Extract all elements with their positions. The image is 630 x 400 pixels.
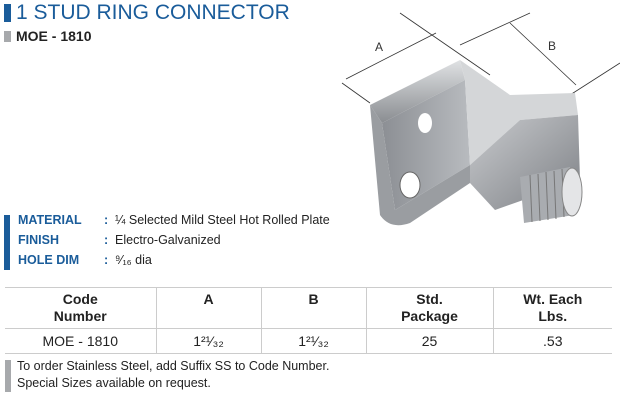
notes-marker bbox=[5, 360, 11, 392]
title-text: 1 STUD RING CONNECTOR bbox=[16, 1, 290, 24]
label-a: A bbox=[375, 40, 383, 54]
col-b: B bbox=[260, 287, 366, 329]
dimension-lines bbox=[341, 12, 620, 104]
spec-sep: : bbox=[104, 233, 109, 247]
hole-back bbox=[418, 113, 432, 133]
stud-end bbox=[561, 167, 583, 217]
table-row: MOE - 1810 1²¹⁄₃₂ 1²¹⁄₃₂ 25 .53 bbox=[5, 328, 612, 354]
header-line: Lbs. bbox=[538, 308, 568, 324]
note-special-sizes: Special Sizes available on request. bbox=[17, 376, 211, 390]
specs-marker bbox=[4, 215, 10, 270]
cell-a: 1²¹⁄₃₂ bbox=[155, 328, 261, 354]
spec-sep: : bbox=[104, 213, 109, 227]
header-line: Code bbox=[62, 291, 98, 307]
spec-key: FINISH bbox=[18, 233, 59, 247]
spec-value: Electro-Galvanized bbox=[115, 233, 221, 247]
header-line: Wt. Each bbox=[523, 291, 583, 307]
cell-code: MOE - 1810 bbox=[5, 328, 156, 354]
cell-b: 1²¹⁄₃₂ bbox=[260, 328, 366, 354]
title-marker bbox=[4, 4, 11, 22]
spec-key: HOLE DIM bbox=[18, 253, 80, 267]
spec-sep: : bbox=[104, 253, 109, 267]
model-text: MOE - 1810 bbox=[16, 28, 92, 44]
col-package: Std.Package bbox=[365, 287, 493, 329]
model-marker bbox=[4, 30, 11, 42]
header-line: Number bbox=[53, 308, 107, 324]
header-line: Std. bbox=[416, 291, 443, 307]
page-title: 1 STUD RING CONNECTOR bbox=[4, 1, 290, 25]
header-line: B bbox=[308, 291, 319, 307]
model-number: MOE - 1810 bbox=[4, 28, 91, 44]
col-a: A bbox=[155, 287, 261, 329]
left-plate bbox=[370, 105, 470, 226]
cell-package: 25 bbox=[365, 328, 493, 354]
right-top bbox=[460, 60, 578, 165]
notes: To order Stainless Steel, add Suffix SS … bbox=[5, 358, 329, 392]
header-line: A bbox=[203, 291, 214, 307]
label-b: B bbox=[548, 39, 556, 53]
cell-weight: .53 bbox=[492, 328, 612, 354]
connector-diagram: A B bbox=[341, 12, 620, 226]
spec-value: ¼ Selected Mild Steel Hot Rolled Plate bbox=[115, 213, 330, 227]
note-stainless: To order Stainless Steel, add Suffix SS … bbox=[17, 359, 330, 373]
spec-value: ⁹⁄₁₆ dia bbox=[115, 253, 152, 267]
back-plate-edge bbox=[370, 60, 465, 123]
spec-key: MATERIAL bbox=[18, 213, 82, 227]
header-line: Package bbox=[401, 308, 458, 324]
hole-left bbox=[399, 171, 421, 199]
